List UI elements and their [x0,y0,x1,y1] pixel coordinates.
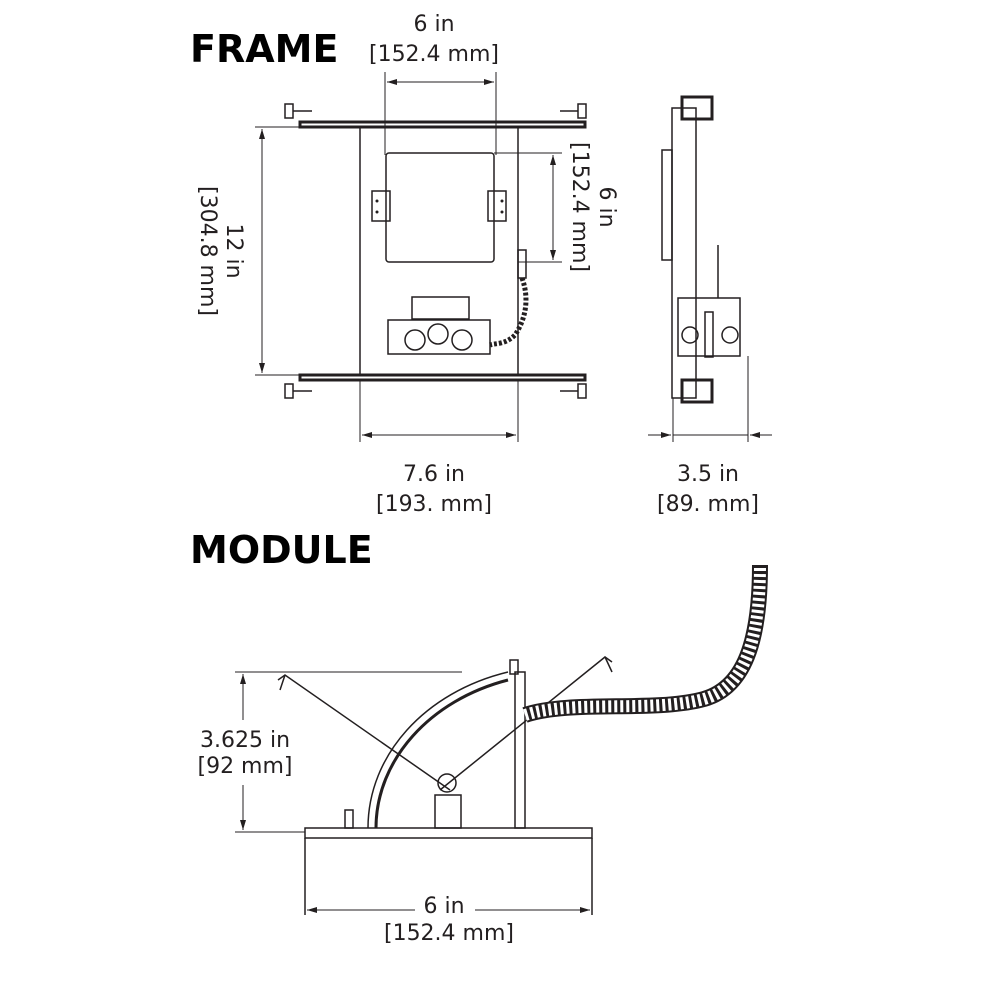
module-height-in: 3.625 in [200,728,290,753]
side-dim-in: 3.5 in [677,462,739,487]
module-drawing [277,564,768,915]
left-dim-mm: [304.8 mm] [195,186,220,316]
top-dim-mm: [152.4 mm] [369,42,499,67]
frame-top-view [284,103,587,399]
module-title: MODULE [190,528,373,572]
bottom-dim-in: 7.6 in [403,462,465,487]
frame-side-view [661,95,741,404]
bottom-dimension: 7.6 in [193. mm] [359,380,519,517]
top-dim-in: 6 in [413,12,454,37]
screw-icon [284,103,312,119]
screw-icon [560,103,587,119]
right-dim-mm: [152.4 mm] [567,142,592,272]
bottom-dim-mm: [193. mm] [376,492,492,517]
left-dimension: 12 in [304.8 mm] [195,126,360,376]
screw-icon [560,383,587,399]
top-dimension: 6 in [152.4 mm] [369,12,499,155]
screw-icon [284,383,312,399]
junction-box [387,319,491,355]
frame-title: FRAME [190,27,338,71]
module-height-dimension: 3.625 in [92 mm] [197,671,462,833]
right-dim-in: 6 in [594,186,619,227]
side-dimension: 3.5 in [89. mm] [648,356,772,517]
module-width-mm: [152.4 mm] [384,921,514,946]
side-dim-mm: [89. mm] [657,492,759,517]
module-width-in: 6 in [423,894,464,919]
module-height-mm: [92 mm] [197,754,292,779]
left-dim-in: 12 in [221,223,246,278]
right-dimension: [152.4 mm] 6 in [494,142,619,272]
module-width-dimension: 6 in [152.4 mm] [307,894,590,946]
